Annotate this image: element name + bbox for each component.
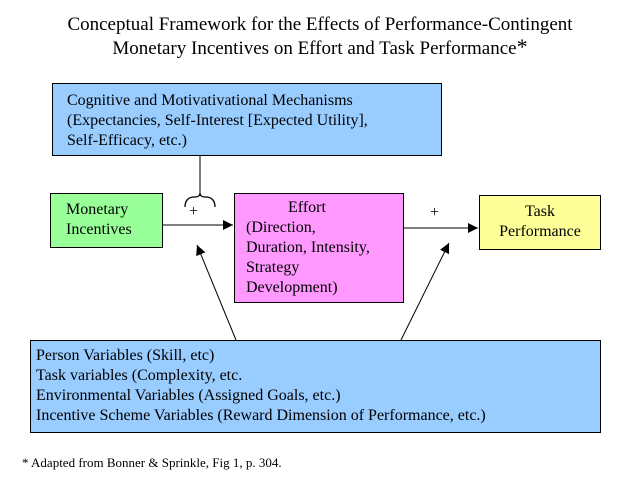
mechanisms-line-1: Cognitive and Motivativational Mechanism… — [67, 92, 353, 109]
task-performance-box: Task Performance — [479, 195, 601, 250]
positive-sign-incentives-effort: + — [189, 203, 199, 220]
positive-sign-effort-performance: + — [430, 204, 440, 221]
performance-line-1: Task — [525, 203, 555, 220]
effort-line-1: (Direction, — [246, 219, 316, 236]
performance-line-2: Performance — [499, 223, 581, 240]
effort-line-4: Development) — [246, 279, 338, 296]
incentives-line-2: Incentives — [66, 221, 132, 238]
title-line-1: Conceptual Framework for the Effects of … — [67, 14, 573, 35]
mechanisms-box: Cognitive and Motivativational Mechanism… — [52, 83, 442, 156]
effort-line-3: Strategy — [246, 259, 300, 276]
moderator-to-effort-link-arrow — [400, 242, 450, 341]
title-footnote-marker: * — [516, 34, 528, 59]
mechanisms-line-3: Self-Efficacy, etc.) — [67, 132, 187, 149]
title-line-2: Monetary Incentives on Effort and Task P… — [0, 36, 640, 60]
footnote: * Adapted from Bonner & Sprinkle, Fig 1,… — [22, 455, 282, 470]
monetary-incentives-box: Monetary Incentives — [50, 193, 163, 248]
person-line-3: Environmental Variables (Assigned Goals,… — [36, 387, 341, 404]
person-task-environment-box: Person Variables (Skill, etc) Task varia… — [30, 340, 601, 433]
mechanisms-line-2: (Expectancies, Self-Interest [Expected U… — [67, 112, 368, 129]
incentives-line-1: Monetary — [66, 201, 129, 218]
person-line-4: Incentive Scheme Variables (Reward Dimen… — [36, 407, 486, 424]
effort-box: Effort (Direction, Duration, Intensity, … — [234, 193, 404, 303]
moderator-to-incentive-link-arrow — [196, 244, 237, 341]
effort-heading: Effort — [288, 199, 326, 216]
effort-line-2: Duration, Intensity, — [246, 239, 370, 256]
person-line-2: Task variables (Complexity, etc. — [36, 367, 243, 384]
diagram-title: Conceptual Framework for the Effects of … — [0, 14, 640, 60]
title-line-2-text: Monetary Incentives on Effort and Task P… — [112, 38, 517, 59]
person-line-1: Person Variables (Skill, etc) — [36, 347, 215, 364]
